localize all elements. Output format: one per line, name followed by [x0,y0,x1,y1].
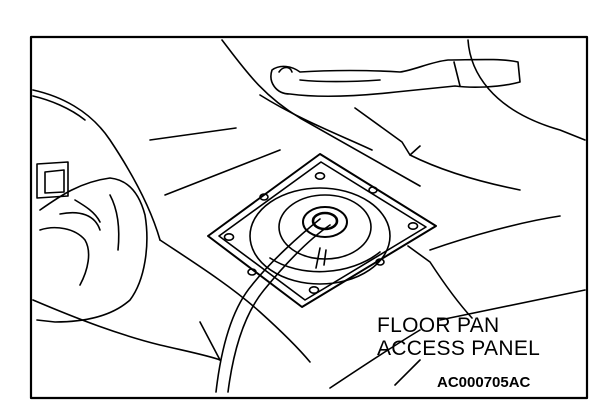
seat-belt-buckle [270,58,521,97]
figure-frame [29,35,589,400]
panel-flange [207,153,437,308]
wire-harness [215,218,331,393]
mounting-hole [375,258,385,266]
right-trim-lines [329,215,586,389]
mounting-hole [223,233,235,242]
upper-trim-lines [221,39,586,191]
panel-dome-mid [278,194,372,260]
left-trim-lines [32,89,311,363]
mounting-hole [259,193,269,201]
mounting-hole [314,172,326,181]
access-panel [207,153,437,308]
panel-dome-outer [249,187,391,285]
callout-label-line1: FLOOR PAN [377,314,500,337]
callout-leader [407,245,473,319]
left-seat-cushion [36,161,148,323]
wire-grommet [302,206,348,238]
panel-flange-inner [218,161,427,301]
mounting-hole [407,222,419,231]
mounting-hole [247,268,257,276]
mounting-hole [308,285,320,294]
figure-code: AC000705AC [437,374,531,391]
mounting-hole [368,186,378,194]
callout-label-line2: ACCESS PANEL [377,337,541,360]
